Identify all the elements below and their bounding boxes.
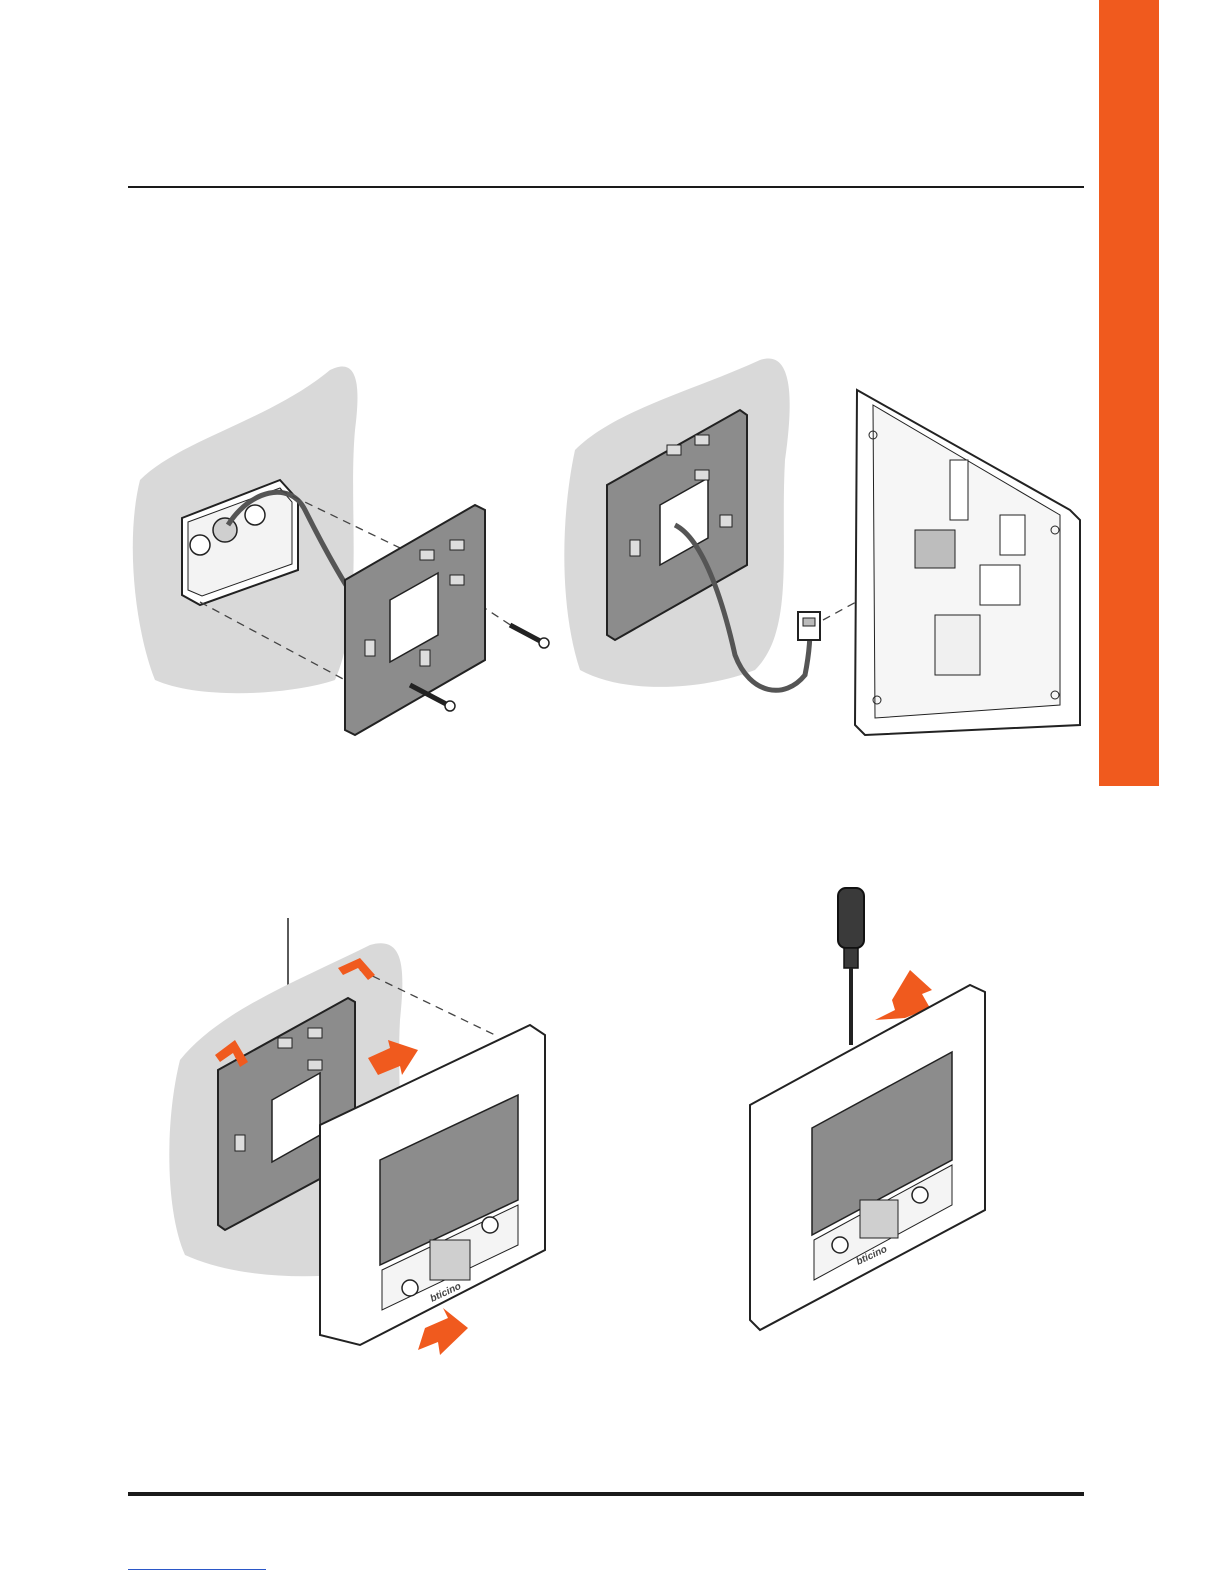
installation-figure-connector: [555, 350, 1100, 750]
screwdriver-icon: [838, 888, 864, 1045]
pull-arrow: [418, 1308, 468, 1355]
mounting-plate: [345, 505, 485, 735]
device-front-housing: bticino: [750, 985, 985, 1330]
remove-device-illustration: bticino: [720, 880, 1020, 1340]
wall-plate-illustration: [120, 350, 560, 750]
connector-illustration: [555, 350, 1100, 750]
header-rule: [128, 186, 1084, 188]
fixing-screw-right: [510, 625, 549, 648]
section-tab-marker: [1099, 0, 1159, 786]
device-rear-housing: [855, 390, 1080, 735]
installation-figure-hook-device: bticino: [160, 910, 580, 1380]
footer-rule: [128, 1492, 1084, 1496]
installation-figure-remove-device: bticino: [720, 880, 1020, 1340]
footer-link-underline[interactable]: [128, 1569, 266, 1570]
hook-device-illustration: bticino: [160, 910, 580, 1380]
cable-connector: [798, 612, 820, 640]
installation-figure-wall-plate: [120, 350, 560, 750]
